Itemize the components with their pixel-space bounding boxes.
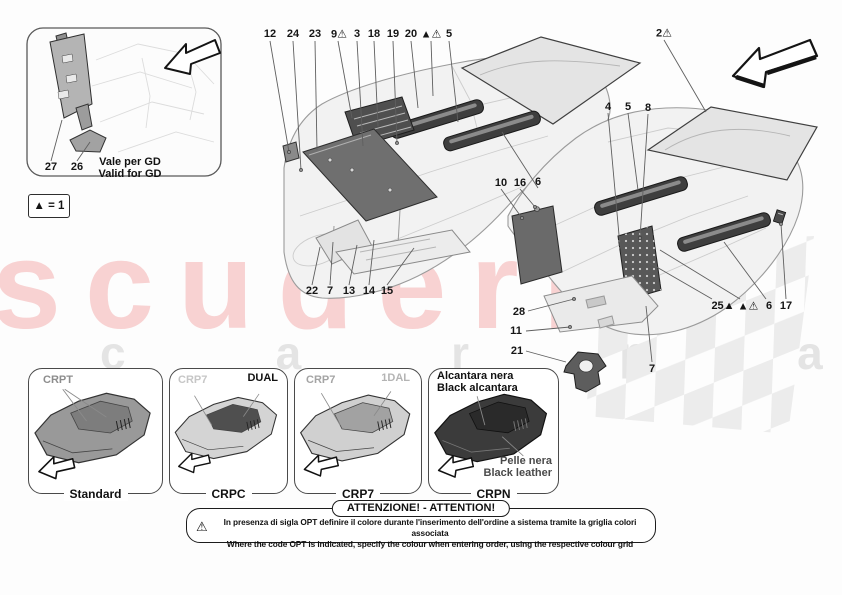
variant-tag: CRPT [43, 374, 73, 386]
variant-box-standard: CRPT Standard [28, 368, 163, 501]
fastener-dots [287, 141, 783, 329]
attention-title: ATTENZIONE! - ATTENTION! [331, 500, 511, 517]
variant-caption: CRPN [470, 487, 517, 501]
variant-box-crp7: CRP7 1DAL CRP7 [294, 368, 422, 501]
sill-trim-right-1 [594, 176, 688, 216]
attention-text: In presenza di sigla OPT definire il col… [213, 517, 647, 550]
floor-pan-right-assembly [507, 106, 818, 393]
variant-tag: CRP7 [178, 374, 208, 386]
clip-part [772, 209, 787, 225]
attention-line-it: In presenza di sigla OPT definire il col… [223, 517, 637, 538]
variant-box-crpc: CRP7 DUAL CRPC [169, 368, 288, 501]
inset-direction-arrow [164, 39, 221, 75]
inset-caption-it: Vale per GD [99, 156, 161, 168]
retainer-hook [282, 141, 300, 163]
gd-inset-box [26, 27, 222, 177]
inset-caption: Vale per GD Valid for GD [84, 156, 176, 180]
variant-caption: Standard [63, 487, 128, 501]
floor-pan-left-assembly [282, 36, 642, 299]
sill-trim-left-2 [443, 110, 541, 152]
clamp-part [563, 351, 607, 393]
lower-frame [543, 275, 659, 333]
direction-arrow [731, 38, 819, 89]
bracket-part-27 [49, 32, 93, 131]
carpet-illustration [299, 391, 411, 477]
variant-caption: CRPC [205, 487, 252, 501]
carpet-illustration [34, 388, 151, 480]
sill-trim-right-2 [677, 212, 771, 252]
variant-tag: DUAL [247, 372, 278, 384]
bracket-part-26 [69, 129, 107, 153]
leader-lines [269, 39, 787, 363]
variant-arrow [303, 454, 340, 477]
variant-caption: CRP7 [335, 487, 381, 501]
inset-caption-en: Valid for GD [98, 168, 162, 180]
mat-right [646, 106, 818, 181]
variant-tag: CRP7 [306, 374, 336, 386]
mat-left [460, 36, 642, 125]
insulation-pad [511, 205, 563, 285]
variant-arrow [38, 455, 76, 480]
variant-arrow [178, 452, 211, 474]
carpet-illustration [174, 393, 278, 474]
heel-board-plate [302, 128, 438, 222]
variant-tag: 1DAL [381, 372, 410, 384]
attention-note: ATTENZIONE! - ATTENTION! ⚠ In presenza d… [186, 500, 656, 549]
variant-arrow [437, 455, 475, 478]
carpet-illustration [434, 393, 548, 478]
support-bracket [315, 209, 471, 275]
attention-line-en: Where the code OPT is indicated, specify… [226, 539, 634, 549]
legend-triangle-qty: ▲ = 1 [28, 194, 70, 218]
warning-triangle-icon: ⚠ [196, 519, 208, 534]
